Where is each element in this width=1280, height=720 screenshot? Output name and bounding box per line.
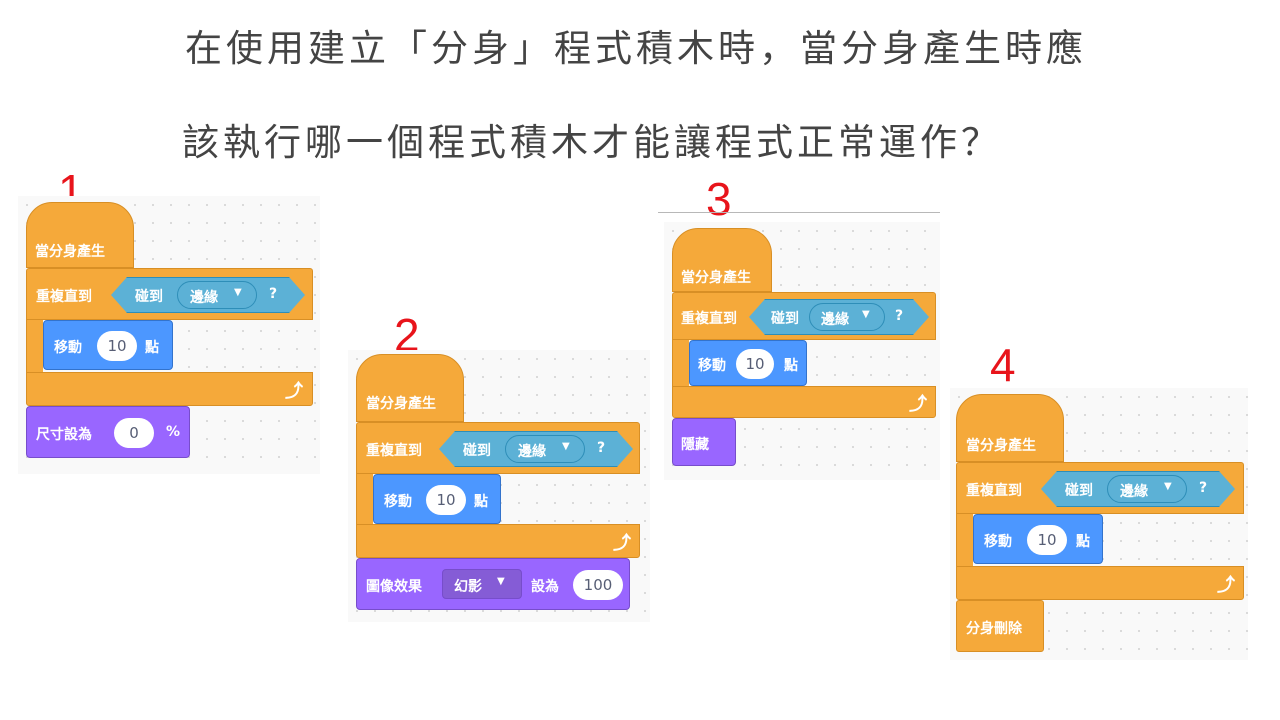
question-line-1: 在使用建立「分身」程式積木時，當分身產生時應 bbox=[185, 27, 1087, 70]
repeat-label: 重複直到 bbox=[36, 289, 92, 305]
triangle-down-icon: ▼ bbox=[862, 309, 870, 320]
move-steps-block[interactable]: 移動 10 點 bbox=[373, 474, 501, 524]
effect-label: 圖像效果 bbox=[366, 579, 422, 595]
touching-label: 碰到 bbox=[135, 289, 163, 305]
when-clone-starts-block[interactable]: 當分身產生 bbox=[26, 202, 134, 268]
when-clone-starts-block[interactable]: 當分身產生 bbox=[956, 394, 1064, 462]
repeat-block-side bbox=[26, 320, 43, 374]
steps-unit: 點 bbox=[145, 340, 159, 356]
edge-dropdown[interactable]: 邊緣 ▼ bbox=[177, 281, 257, 309]
move-label: 移動 bbox=[384, 494, 412, 510]
option-1-panel: 當分身產生 重複直到 碰到 邊緣 ▼ ? 移動 10 點 ⤴ 尺寸設為 0 % bbox=[18, 196, 320, 474]
repeat-until-block[interactable]: 重複直到 碰到 邊緣 ▼ ? bbox=[672, 292, 936, 340]
option-4-number: 4 bbox=[990, 339, 1016, 391]
move-steps-block[interactable]: 移動 10 點 bbox=[43, 320, 173, 370]
move-label: 移動 bbox=[984, 534, 1012, 550]
loop-arrow-icon: ⤴ bbox=[1217, 575, 1235, 596]
percent-unit: % bbox=[166, 424, 181, 440]
touching-label: 碰到 bbox=[1065, 483, 1093, 499]
triangle-down-icon: ▼ bbox=[1164, 481, 1172, 492]
hat-label: 當分身產生 bbox=[681, 270, 751, 286]
edge-dropdown[interactable]: 邊緣 ▼ bbox=[809, 303, 885, 331]
steps-unit: 點 bbox=[1076, 534, 1090, 550]
ghost-dropdown[interactable]: 幻影 ▼ bbox=[442, 569, 522, 599]
move-steps-input[interactable]: 10 bbox=[97, 331, 137, 361]
option-3-number: 3 bbox=[706, 173, 732, 225]
edge-dropdown[interactable]: 邊緣 ▼ bbox=[1107, 475, 1187, 503]
touching-condition[interactable]: 碰到 邊緣 ▼ ? bbox=[1041, 471, 1235, 507]
set-effect-block[interactable]: 圖像效果 幻影 ▼ 設為 100 bbox=[356, 558, 630, 610]
repeat-until-block[interactable]: 重複直到 碰到 邊緣 ▼ ? bbox=[26, 268, 313, 320]
size-input[interactable]: 0 bbox=[114, 418, 154, 448]
loop-arrow-icon: ⤴ bbox=[909, 394, 927, 415]
move-steps-input[interactable]: 10 bbox=[1027, 525, 1067, 555]
edge-label: 邊緣 bbox=[190, 290, 218, 306]
set-size-label: 尺寸設為 bbox=[36, 427, 92, 443]
touching-condition[interactable]: 碰到 邊緣 ▼ ? bbox=[749, 299, 929, 335]
repeat-block-bottom: ⤴ bbox=[356, 524, 640, 558]
touching-condition[interactable]: 碰到 邊緣 ▼ ? bbox=[439, 431, 633, 467]
edge-label: 邊緣 bbox=[1120, 484, 1148, 500]
edge-label: 邊緣 bbox=[821, 312, 849, 328]
question-mark: ? bbox=[895, 308, 904, 324]
triangle-down-icon: ▼ bbox=[562, 441, 570, 452]
hide-label: 隱藏 bbox=[681, 437, 709, 453]
repeat-label: 重複直到 bbox=[966, 483, 1022, 499]
ghost-label: 幻影 bbox=[454, 579, 482, 595]
effect-value-input[interactable]: 100 bbox=[573, 570, 623, 600]
move-steps-input[interactable]: 10 bbox=[736, 349, 774, 379]
question-mark: ? bbox=[1199, 480, 1208, 496]
touching-label: 碰到 bbox=[463, 443, 491, 459]
edge-label: 邊緣 bbox=[518, 444, 546, 460]
hat-label: 當分身產生 bbox=[35, 244, 105, 260]
touching-condition[interactable]: 碰到 邊緣 ▼ ? bbox=[111, 277, 305, 313]
edge-dropdown[interactable]: 邊緣 ▼ bbox=[505, 435, 585, 463]
repeat-label: 重複直到 bbox=[366, 443, 422, 459]
divider bbox=[658, 212, 940, 213]
repeat-block-bottom: ⤴ bbox=[26, 372, 313, 406]
hat-label: 當分身產生 bbox=[966, 438, 1036, 454]
question-line-2: 該執行哪一個程式積木才能讓程式正常運作？ bbox=[182, 121, 1002, 164]
hide-block[interactable]: 隱藏 bbox=[672, 418, 736, 466]
loop-arrow-icon: ⤴ bbox=[285, 381, 303, 402]
delete-clone-block[interactable]: 分身刪除 bbox=[956, 600, 1044, 652]
question-mark: ? bbox=[597, 440, 606, 456]
repeat-until-block[interactable]: 重複直到 碰到 邊緣 ▼ ? bbox=[356, 422, 640, 474]
triangle-down-icon: ▼ bbox=[234, 287, 242, 298]
option-2-panel: 當分身產生 重複直到 碰到 邊緣 ▼ ? 移動 10 點 ⤴ 圖像效果 幻影 ▼… bbox=[348, 350, 650, 622]
repeat-label: 重複直到 bbox=[681, 311, 737, 327]
repeat-block-side bbox=[672, 340, 689, 388]
hat-label: 當分身產生 bbox=[366, 396, 436, 412]
set-size-block[interactable]: 尺寸設為 0 % bbox=[26, 406, 190, 458]
move-steps-input[interactable]: 10 bbox=[426, 485, 466, 515]
when-clone-starts-block[interactable]: 當分身產生 bbox=[356, 354, 464, 422]
set-to-label: 設為 bbox=[531, 579, 559, 595]
repeat-block-side bbox=[956, 514, 973, 566]
triangle-down-icon: ▼ bbox=[497, 576, 505, 587]
delete-clone-label: 分身刪除 bbox=[966, 621, 1022, 637]
repeat-until-block[interactable]: 重複直到 碰到 邊緣 ▼ ? bbox=[956, 462, 1244, 514]
loop-arrow-icon: ⤴ bbox=[613, 533, 631, 554]
move-label: 移動 bbox=[698, 358, 726, 374]
repeat-block-bottom: ⤴ bbox=[956, 566, 1244, 600]
option-4-panel: 當分身產生 重複直到 碰到 邊緣 ▼ ? 移動 10 點 ⤴ 分身刪除 bbox=[950, 388, 1248, 660]
option-3-panel: 當分身產生 重複直到 碰到 邊緣 ▼ ? 移動 10 點 ⤴ 隱藏 bbox=[664, 222, 940, 480]
touching-label: 碰到 bbox=[771, 311, 799, 327]
move-steps-block[interactable]: 移動 10 點 bbox=[689, 340, 807, 386]
move-steps-block[interactable]: 移動 10 點 bbox=[973, 514, 1103, 564]
repeat-block-side bbox=[356, 474, 373, 526]
when-clone-starts-block[interactable]: 當分身產生 bbox=[672, 228, 772, 292]
steps-unit: 點 bbox=[474, 494, 488, 510]
question-mark: ? bbox=[269, 286, 278, 302]
steps-unit: 點 bbox=[784, 358, 798, 374]
move-label: 移動 bbox=[54, 340, 82, 356]
repeat-block-bottom: ⤴ bbox=[672, 386, 936, 418]
